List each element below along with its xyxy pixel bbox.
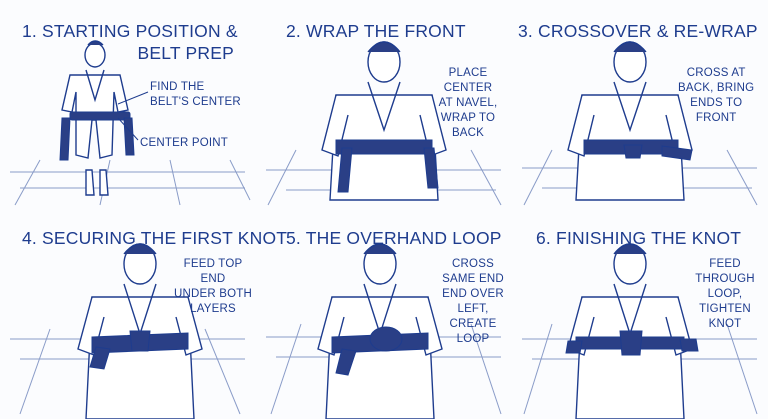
step-6-title: 6. FINISHING THE KNOT <box>536 228 742 248</box>
step-5-note: CROSS SAME END END OVER LEFT, CREATE LOO… <box>442 258 504 345</box>
step-6-panel: 6. FINISHING THE KNOT FEED THROUGH LOOP,… <box>512 209 768 419</box>
figure-torso-overhand-loop <box>266 243 502 419</box>
step-2-title: 2. WRAP THE FRONT <box>286 21 466 41</box>
step-1-note-find-center: FIND THE BELT'S CENTER <box>150 81 241 108</box>
step-1-title: 1. STARTING POSITION & BELT PREP <box>22 20 238 64</box>
step-2-note: PLACE CENTER AT NAVEL, WRAP TO BACK <box>438 67 498 139</box>
step-1-title-line1: 1. STARTING POSITION & <box>22 21 238 41</box>
figure-torso-first-knot <box>10 243 245 419</box>
step-3-title: 3. CROSSOVER & RE-WRAP <box>518 21 758 41</box>
step-4-note: FEED TOP END UNDER BOTH LAYERS <box>173 258 253 315</box>
step-3-panel: 3. CROSSOVER & RE-WRAP CROSS AT BACK, BR… <box>512 0 768 210</box>
figure-torso-crossover <box>522 41 758 206</box>
figure-torso-wrap-front <box>266 41 502 206</box>
step-4-panel: 4. SECURING THE FIRST KNOT FEED TOP END … <box>0 209 287 419</box>
figure-full-body-illustration <box>10 40 251 206</box>
step-1-panel: 1. STARTING POSITION & BELT PREP FIND TH… <box>0 0 256 210</box>
step-1-title-line2: BELT PREP <box>137 43 234 63</box>
step-5-panel: 5. THE OVERHAND LOOP CROSS SAME END END … <box>256 209 512 419</box>
step-6-note: FEED THROUGH LOOP, TIGHTEN KNOT <box>695 258 755 330</box>
step-5-title: 5. THE OVERHAND LOOP <box>286 228 502 248</box>
figure-torso-finished-knot <box>522 243 758 419</box>
step-2-panel: 2. WRAP THE FRONT PLACE CENTER AT NAVEL,… <box>256 0 512 210</box>
step-4-title: 4. SECURING THE FIRST KNOT <box>22 228 288 248</box>
step-3-note: CROSS AT BACK, BRING ENDS TO FRONT <box>678 67 755 124</box>
step-1-note-center-point: CENTER POINT <box>140 137 229 149</box>
